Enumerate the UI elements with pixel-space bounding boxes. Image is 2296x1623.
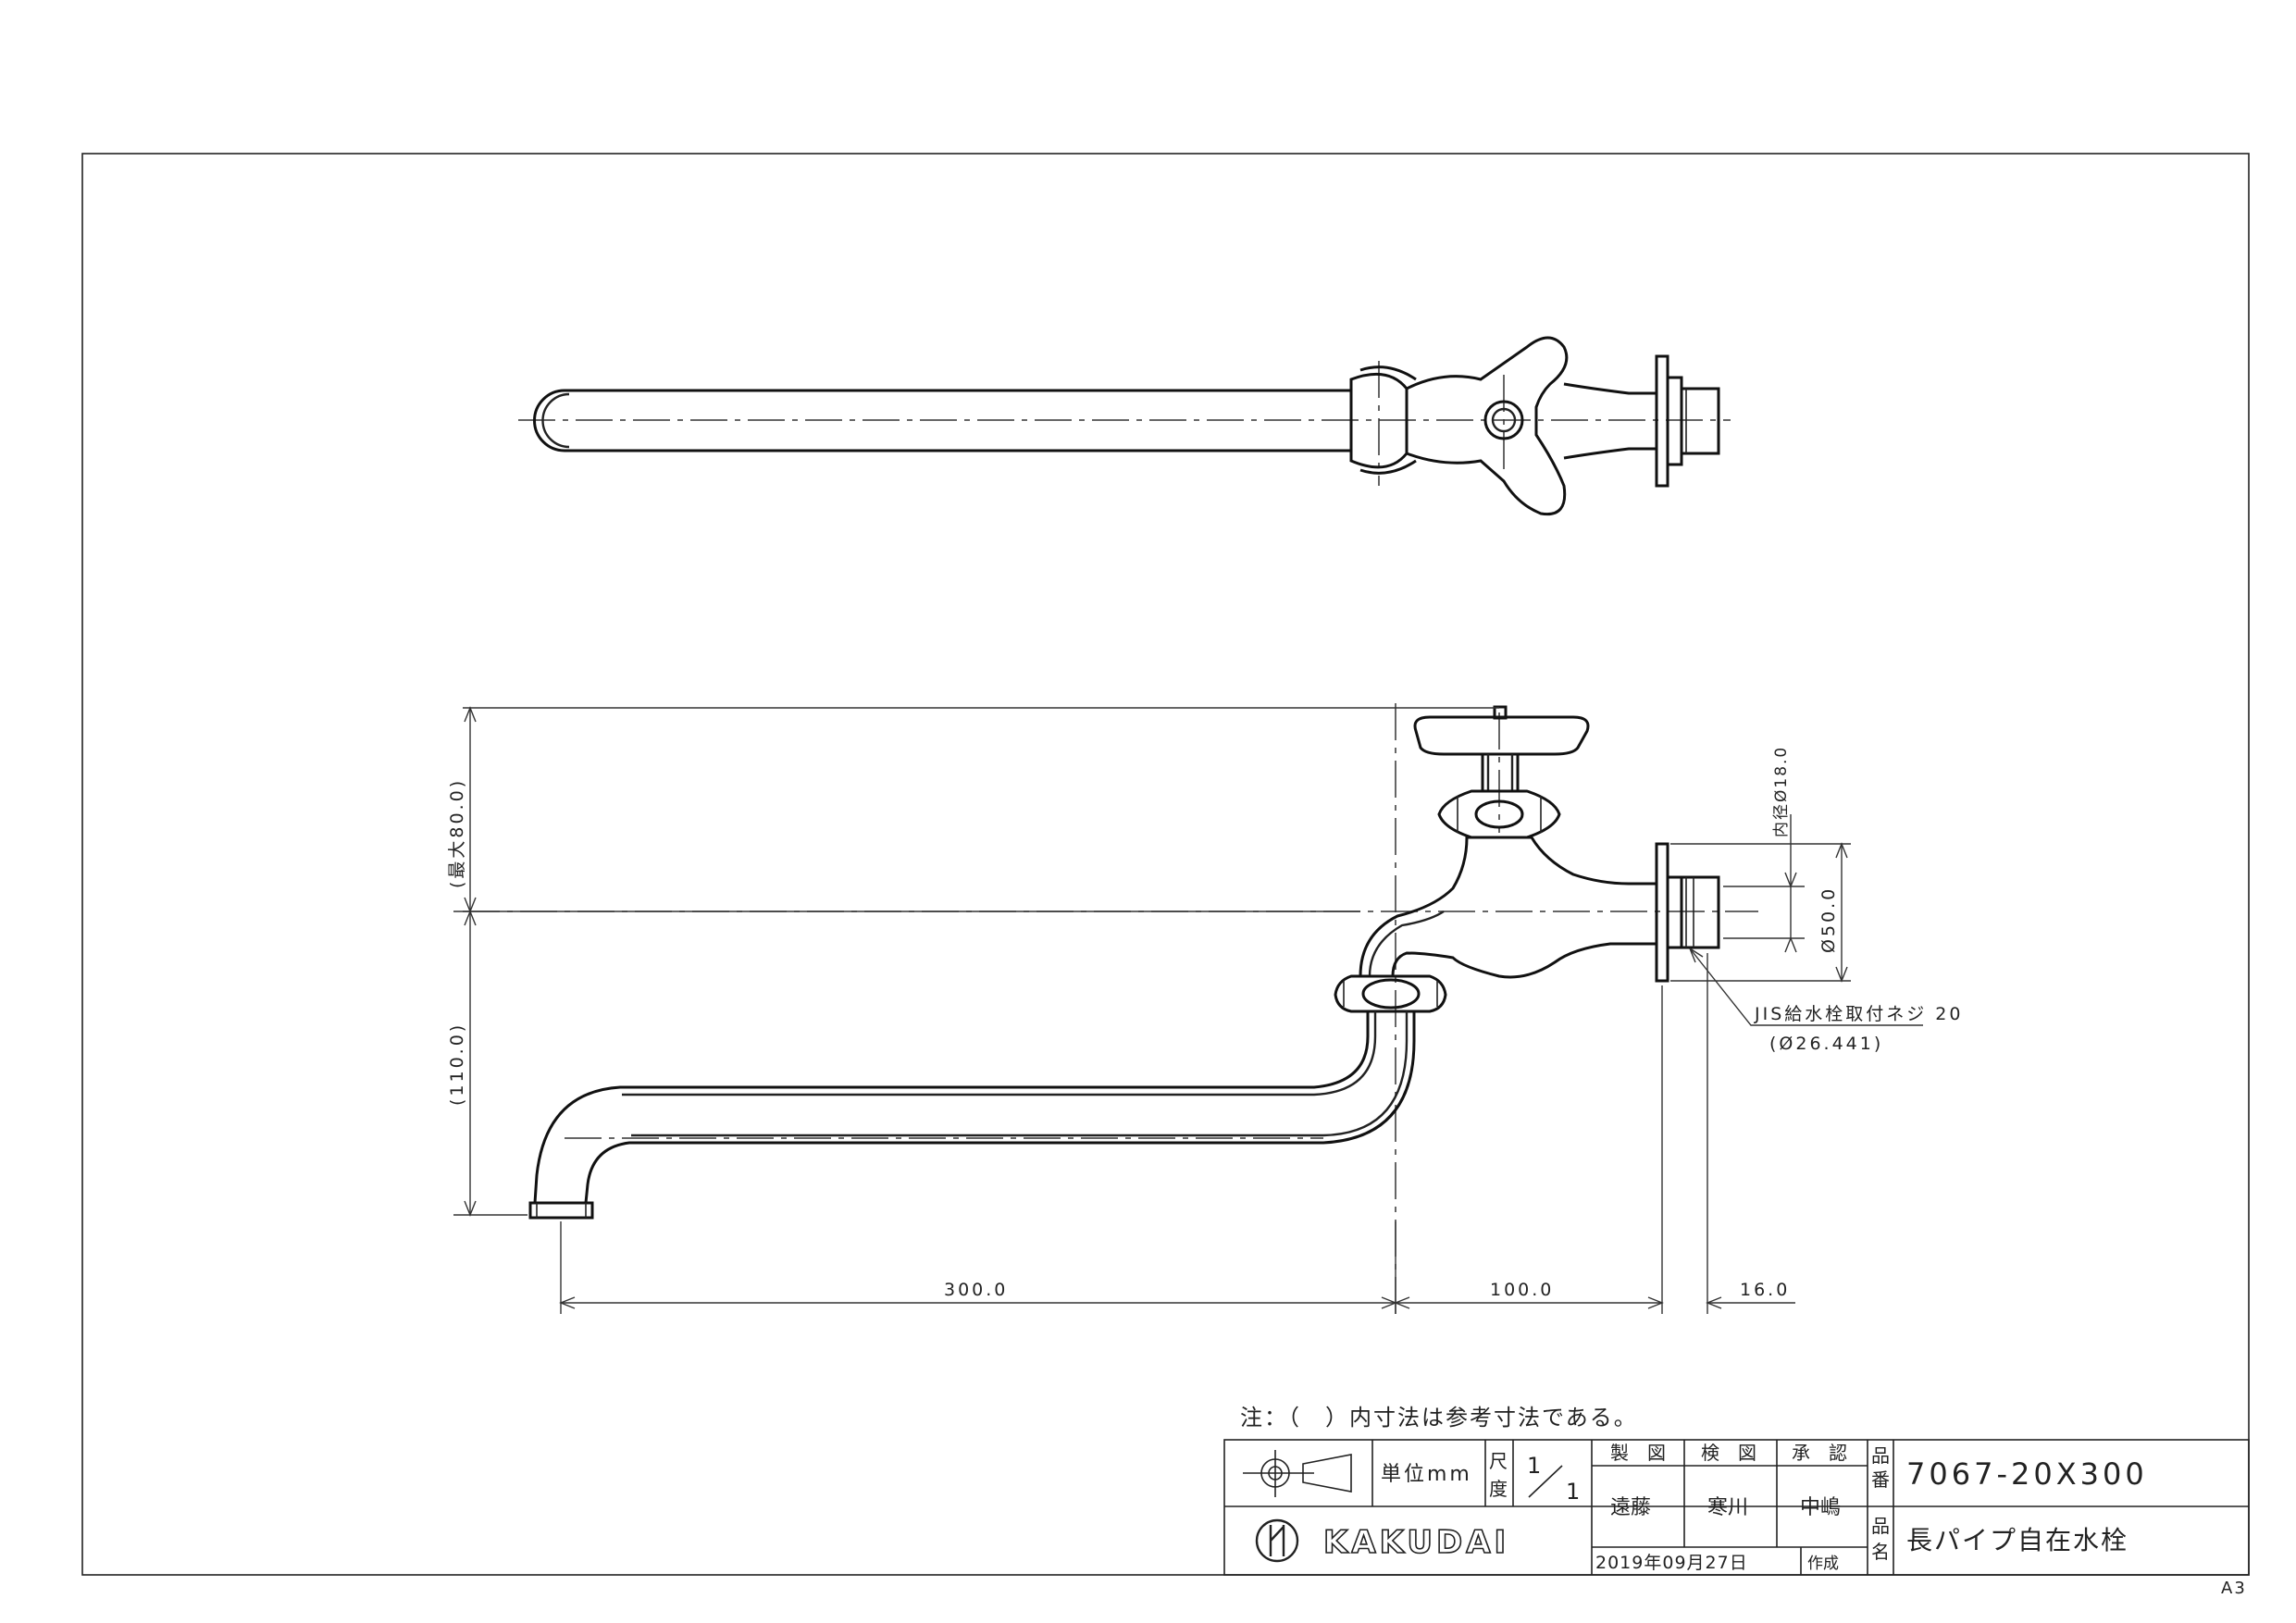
scale-numerator: 1 <box>1527 1453 1541 1479</box>
top-view <box>518 336 1731 516</box>
scale-label-2: 度 <box>1489 1478 1508 1500</box>
dim-flange-thickness: 16.0 <box>1740 1280 1790 1300</box>
front-view: (最大80.0) (110.0) 300.0 100.0 16.0 Ø50.0 … <box>447 703 1963 1314</box>
scale-denominator: 1 <box>1566 1479 1580 1505</box>
dim-flange-diameter: Ø50.0 <box>1818 886 1839 953</box>
header-checked: 検 図 <box>1701 1442 1756 1464</box>
dim-inner-diameter: 内径Ø18.0 <box>1772 746 1791 837</box>
dim-body-length: 100.0 <box>1490 1280 1554 1300</box>
kakudai-logo: KAKUDAI <box>1255 1518 1509 1563</box>
brand-name: KAKUDAI <box>1323 1524 1509 1561</box>
thread-size: (Ø26.441) <box>1769 1034 1883 1054</box>
thread-label: JIS給水栓取付ネジ 20 <box>1754 1004 1963 1024</box>
checker-name: 寒川 <box>1707 1496 1748 1519</box>
unit-label: 単位mm <box>1381 1463 1472 1486</box>
part-name-label-2: 名 <box>1871 1541 1890 1563</box>
reference-dimension-note: 注：（ ）内寸法は参考寸法である。 <box>1240 1405 1638 1431</box>
part-name: 長パイプ自在水栓 <box>1906 1525 2128 1555</box>
dim-max-height: (最大80.0) <box>447 778 467 888</box>
part-no-label-2: 番 <box>1871 1468 1890 1491</box>
drawing-border <box>81 153 2250 1576</box>
header-approved: 承 認 <box>1792 1442 1847 1464</box>
drafter-name: 遠藤 <box>1610 1496 1651 1519</box>
third-angle-projection-icon <box>1243 1450 1352 1497</box>
sheet-size-label: A3 <box>2221 1579 2247 1598</box>
title-block: 単位mm 尺 度 1 1 製 図 検 図 承 認 遠藤 寒川 中嶋 2019年0… <box>1223 1439 2250 1576</box>
dim-height-110: (110.0) <box>447 1022 467 1106</box>
scale-label-1: 尺 <box>1489 1450 1508 1472</box>
drawing-date: 2019年09月27日 <box>1595 1553 1748 1573</box>
approver-name: 中嶋 <box>1800 1496 1841 1519</box>
dim-spout-length: 300.0 <box>944 1280 1008 1300</box>
part-number: 7067-20X300 <box>1906 1456 2148 1492</box>
created-label: 作成 <box>1807 1555 1839 1573</box>
header-made: 製 図 <box>1610 1442 1666 1464</box>
part-no-label-1: 品 <box>1871 1444 1890 1467</box>
part-name-label-1: 品 <box>1871 1515 1890 1537</box>
